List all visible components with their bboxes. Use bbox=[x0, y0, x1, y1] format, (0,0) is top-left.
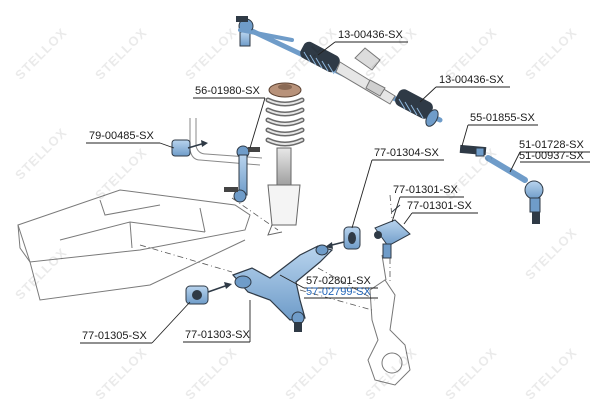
stabilizer-bar bbox=[189, 118, 263, 166]
part-label-arm-bushing-rear: 77-01304-SX bbox=[374, 147, 439, 159]
part-label-arm-bushing-lower: 77-01303-SX bbox=[185, 329, 250, 341]
part-label-control-arm-b: 57-02799-SX bbox=[306, 286, 371, 298]
alignment-lines bbox=[139, 194, 393, 311]
tie-rod-right bbox=[459, 144, 544, 224]
part-label-arm-bushing-front: 77-01305-SX bbox=[82, 330, 147, 342]
part-label-arm-bushing-upper-b: 77-01301-SX bbox=[407, 200, 472, 212]
front-bushing-part bbox=[185, 282, 232, 305]
steering-rack bbox=[236, 16, 443, 127]
steering-knuckle bbox=[367, 254, 411, 386]
part-label-control-arm-a: 57-02801-SX bbox=[306, 275, 371, 287]
part-label-outer-tie-rod-a: 51-01728-SX bbox=[519, 139, 584, 151]
part-label-tie-rod-end-right: 13-00436-SX bbox=[439, 74, 504, 86]
part-label-arm-bushing-upper-a: 77-01301-SX bbox=[393, 184, 458, 196]
part-label-tie-rod-end-left: 13-00436-SX bbox=[338, 29, 403, 41]
stabilizer-bushing-part bbox=[171, 139, 208, 157]
upper-mount bbox=[374, 204, 411, 259]
part-label-stabilizer-link: 56-01980-SX bbox=[195, 85, 260, 97]
stabilizer-link-part bbox=[224, 145, 260, 203]
part-label-stabilizer-bushing: 79-00485-SX bbox=[89, 130, 154, 142]
lower-control-arm bbox=[231, 244, 334, 332]
leader-lines bbox=[80, 41, 590, 344]
subframe-outline bbox=[17, 189, 251, 301]
strut-assembly bbox=[265, 82, 305, 236]
rear-bushing-part bbox=[325, 226, 361, 250]
part-label-inner-tie-rod: 55-01855-SX bbox=[470, 112, 535, 124]
part-label-outer-tie-rod-b: 51-00937-SX bbox=[519, 150, 584, 162]
